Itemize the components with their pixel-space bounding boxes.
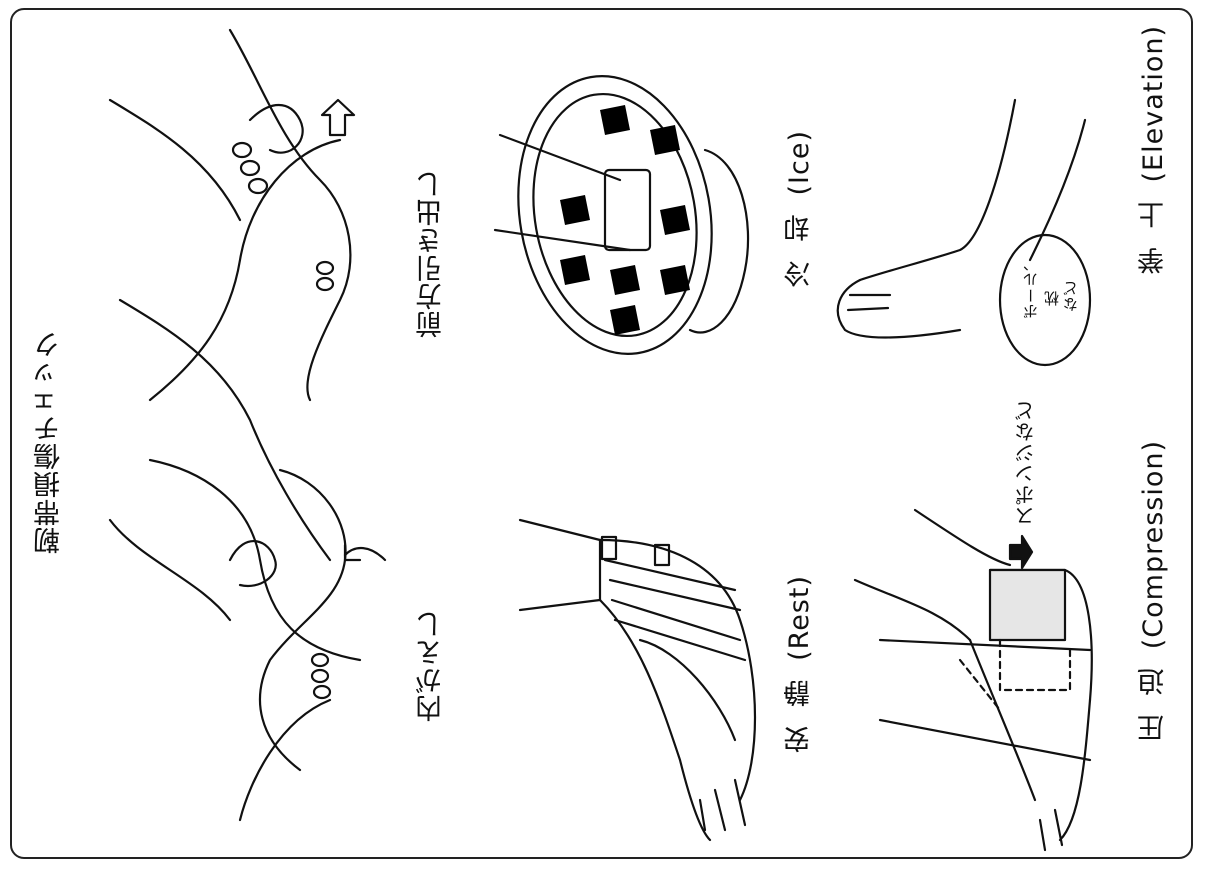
compression-jp-b: 迫: [1138, 667, 1169, 695]
ice-en: (Ice): [784, 130, 815, 196]
rest-en: (Rest): [784, 575, 815, 661]
sponge-arrow-icon: [1010, 536, 1032, 568]
pull-arrow-icon: [322, 100, 354, 135]
rest-jp-a: 安: [784, 725, 815, 753]
compression-illustration: [855, 510, 1092, 850]
inversion-label: 内がえし: [418, 610, 445, 722]
rest-label: 安静 (Rest): [786, 575, 813, 753]
elevation-jp-b: 上: [1138, 200, 1169, 228]
sponge-note: スポンジなど: [1016, 400, 1036, 526]
ice-illustration: [495, 61, 748, 370]
elevation-label: 挙上 (Elevation): [1140, 25, 1167, 274]
page-title: 靭帯損傷チェック: [36, 330, 63, 554]
compression-label: 圧迫 (Compression): [1140, 440, 1167, 741]
ball-note-line3: など: [1064, 280, 1079, 312]
elevation-illustration: [838, 100, 1090, 365]
ice-label: 冷却 (Ice): [786, 130, 813, 288]
inversion-illustration: [110, 300, 385, 820]
inversion-arrow-icon: [345, 548, 385, 560]
ice-jp-b: 却: [784, 214, 815, 242]
anterior-drawer-label: 前方引き出し: [418, 170, 445, 338]
ball-note-line1: ボール、: [1024, 255, 1039, 319]
compression-jp-a: 圧: [1138, 713, 1169, 741]
anterior-drawer-illustration: [110, 30, 354, 400]
rest-jp-b: 静: [784, 679, 815, 707]
compression-en: (Compression): [1138, 440, 1169, 649]
elevation-en: (Elevation): [1138, 25, 1169, 182]
ice-jp-a: 冷: [784, 260, 815, 288]
rest-illustration: [520, 520, 755, 840]
ball-note-line2: 枕: [1045, 290, 1060, 306]
elevation-jp-a: 挙: [1138, 246, 1169, 274]
